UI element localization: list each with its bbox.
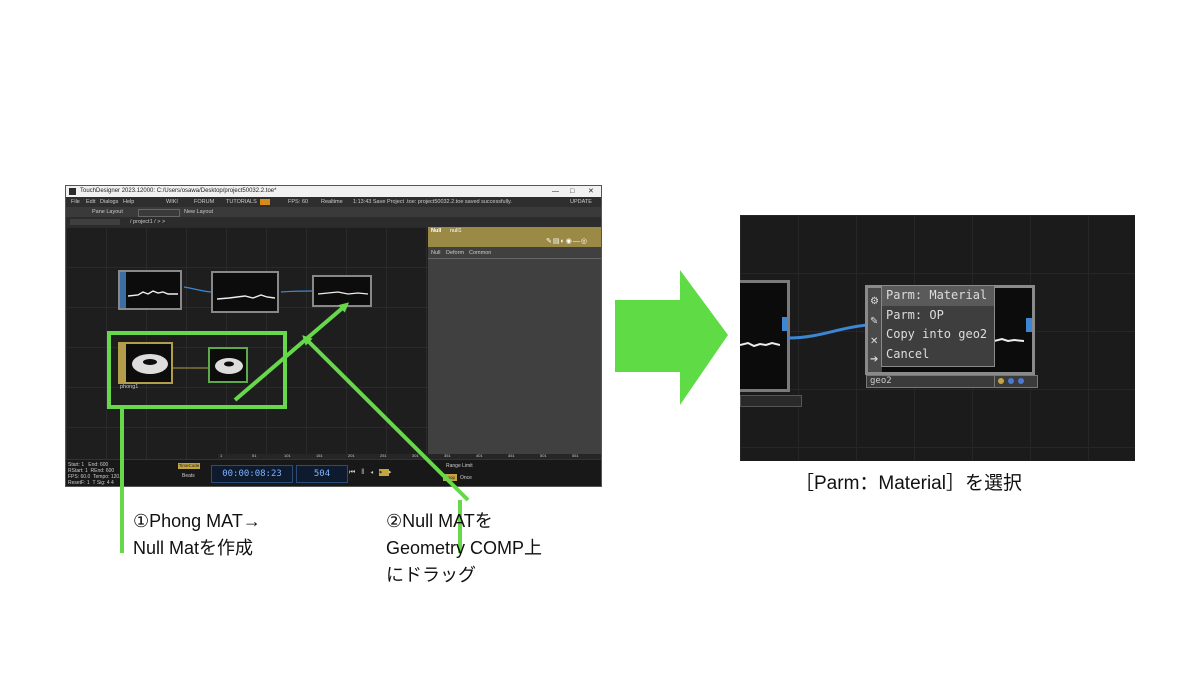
status-message: 1:13:43 Save Project .toe: project50032.… [353, 199, 512, 205]
beats-toggle[interactable]: Beats [182, 473, 195, 479]
maximize-icon[interactable]: □ [570, 188, 575, 195]
waveform-thumbnail [994, 337, 1024, 343]
waveform-thumbnail [740, 341, 780, 348]
context-menu: Parm: Material Parm: OP Copy into geo2 C… [881, 285, 995, 367]
app-icon [69, 188, 76, 195]
flag-dot [998, 378, 1004, 384]
range-limit-label: Range Limit [446, 463, 473, 469]
parm-header-icons[interactable]: ✎▤◐◉—◎ [546, 238, 588, 245]
node-flag-buttons[interactable] [994, 375, 1038, 388]
link-forum[interactable]: FORUM [194, 199, 215, 205]
frame-field[interactable]: 504 [296, 465, 348, 483]
pane-layout-label[interactable]: Pane Layout [92, 209, 123, 215]
menu-help[interactable]: Help [123, 199, 135, 205]
output-connector[interactable] [782, 317, 788, 331]
menu-file[interactable]: File [71, 199, 80, 205]
node-viewer-flags[interactable] [740, 395, 802, 407]
step1-text-line1: ①Phong MAT→ [133, 511, 261, 531]
timecode-field[interactable]: 00:00:08:23 [211, 465, 293, 483]
pin-icon: ✎ [870, 316, 879, 327]
menu-parm-material[interactable]: Parm: Material [882, 286, 994, 306]
touchdesigner-window: TouchDesigner 2023.12000: C:/Users/osawa… [65, 185, 602, 487]
waveform-thumbnail [318, 291, 368, 295]
menu-copy-into-geo2[interactable]: Copy into geo2 [886, 327, 988, 341]
geo2-output-connector[interactable] [1026, 318, 1032, 332]
step1-text-line2: Null Matを作成 [133, 538, 254, 558]
link-wiki[interactable]: WIKI [166, 199, 178, 205]
node-side-icons: ⚙ ✎ ✕ ➔ [868, 288, 882, 372]
realtime-label[interactable]: Realtime [321, 199, 343, 205]
link-tutorials[interactable]: TUTORIALS [226, 199, 257, 205]
step2-text-line3: にドラッグ [386, 565, 476, 585]
timecode-toggle[interactable]: TimeCode [178, 463, 200, 469]
transport-controls[interactable]: ⏮‖◂▸▸ [349, 469, 398, 476]
parm-header: Null null1 ✎▤◐◉—◎ [428, 227, 601, 247]
left-node-partial[interactable] [740, 280, 790, 392]
highlight-box [107, 331, 287, 409]
wires [170, 286, 313, 369]
fps-label: FPS: [288, 199, 301, 205]
phong-node-label: phong1 [120, 384, 139, 390]
node-name-field[interactable]: geo2 [866, 375, 995, 388]
drag-arrow-2 [233, 302, 350, 402]
right-caption: ［Parm：Material］を選択 [795, 473, 1022, 494]
big-right-arrow [615, 270, 728, 405]
waveform-thumbnail [128, 290, 178, 297]
parameter-panel: Null null1 ✎▤◐◉—◎ Null Deform Common [428, 227, 601, 459]
waveform-thumbnail [217, 294, 275, 300]
menu-edit[interactable]: Edit [86, 199, 96, 205]
null-chop-node[interactable] [312, 275, 372, 307]
record-badge [260, 199, 270, 205]
step2-text-line1: ②Null MATを [386, 511, 493, 531]
torus-thumbnail [132, 354, 168, 374]
network-tools[interactable] [70, 219, 120, 225]
timeline-bar: Start: 1 End: 600 RStart: 1 REnd: 600 FP… [66, 459, 601, 486]
op-name[interactable]: null1 [450, 228, 462, 234]
window-title: TouchDesigner 2023.12000: C:/Users/osawa… [80, 188, 277, 194]
network-editor[interactable]: phong1 [66, 227, 428, 459]
menu-parm-op[interactable]: Parm: OP [886, 307, 944, 322]
zoom-panel: ⚙ ✎ ✕ ➔ Parm: Material Parm: OP Copy int… [740, 215, 1135, 461]
network-path[interactable]: / project1 / > > [130, 219, 166, 225]
menu-bar: File Edit Dialogs Help WIKI FORUM TUTORI… [66, 197, 601, 207]
tab-deform[interactable]: Deform [446, 250, 465, 256]
tab-common[interactable]: Common [469, 250, 492, 256]
timeline-stats: Start: 1 End: 600 RStart: 1 REnd: 600 FP… [68, 462, 124, 486]
menu-cancel[interactable]: Cancel [886, 346, 930, 361]
step2-text-line2: Geometry COMP上 [386, 538, 543, 558]
fps-value: 60 [302, 199, 309, 205]
torus-thumbnail [215, 358, 243, 374]
gear-icon: ⚙ [870, 296, 879, 307]
pane-bar: Pane Layout New Layout [66, 207, 601, 217]
zoom-wire [787, 323, 869, 340]
arrow-icon: ➔ [870, 354, 879, 365]
chop-node-2[interactable] [211, 271, 279, 313]
phong-mat-node[interactable] [118, 342, 173, 384]
once-toggle[interactable]: Once [460, 475, 472, 481]
close-icon: ✕ [870, 336, 879, 347]
new-layout-button[interactable]: New Layout [184, 209, 214, 215]
path-bar: / project1 / > > [66, 217, 601, 227]
title-bar: TouchDesigner 2023.12000: C:/Users/osawa… [66, 186, 601, 197]
loop-toggle[interactable]: Loop [443, 474, 457, 481]
tab-null[interactable]: Null [431, 250, 441, 256]
minimize-icon[interactable]: — [552, 188, 559, 195]
timeline-ruler[interactable]: 1 51 101 151 201 251 301 351 401 451 501… [218, 453, 601, 459]
drag-arrow-1 [302, 335, 470, 502]
null-mat-node[interactable] [208, 347, 248, 383]
close-icon[interactable]: ✕ [588, 188, 594, 195]
update-button[interactable]: UPDATE [570, 199, 592, 205]
flag-dot [1008, 378, 1014, 384]
op-type: Null [431, 228, 442, 234]
menu-dialogs[interactable]: Dialogs [100, 199, 119, 205]
layout-slots[interactable] [138, 209, 180, 217]
flag-dot [1018, 378, 1024, 384]
chop-node-1[interactable] [118, 270, 182, 310]
